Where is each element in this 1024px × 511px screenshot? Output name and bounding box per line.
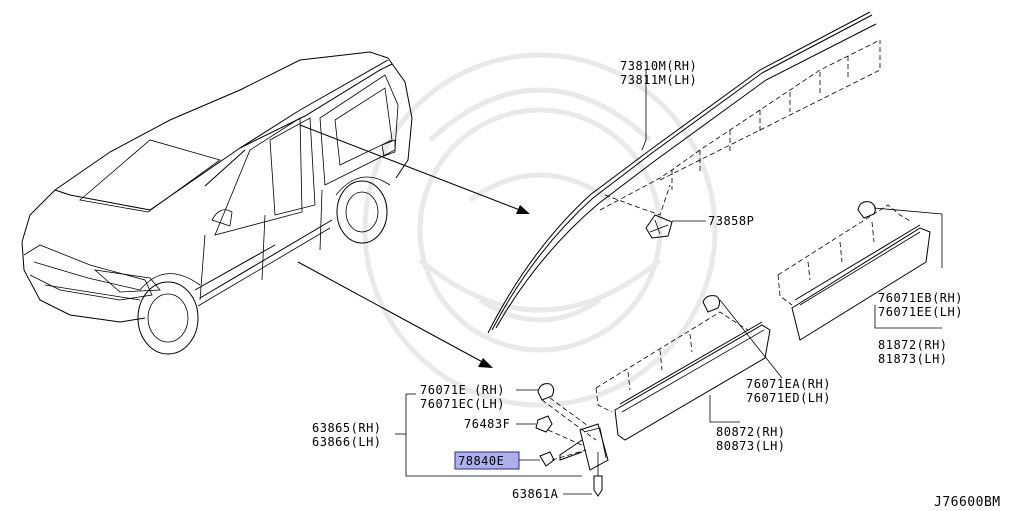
label-80873: 80873(LH) bbox=[716, 439, 786, 453]
label-80872: 80872(RH) bbox=[716, 425, 786, 439]
label-63866: 63866(LH) bbox=[312, 435, 382, 449]
label-76071e: 76071E (RH) bbox=[420, 383, 505, 397]
middle-molding-80872 bbox=[595, 295, 783, 441]
watermark-emblem bbox=[362, 52, 718, 408]
vehicle-illustration bbox=[21, 51, 413, 355]
callout-arrows bbox=[297, 124, 530, 368]
roof-molding bbox=[487, 11, 881, 334]
label-76483f: 76483F bbox=[464, 417, 510, 431]
rear-molding-81872 bbox=[777, 201, 943, 341]
label-76071ec: 76071EC(LH) bbox=[420, 397, 505, 411]
label-76071ea: 76071EA(RH) bbox=[746, 377, 831, 391]
reference-code: J76600BM bbox=[934, 495, 1001, 510]
front-piece-63865 bbox=[395, 383, 609, 497]
label-76071ee: 76071EE(LH) bbox=[878, 305, 963, 319]
label-73858p: 73858P bbox=[708, 214, 754, 228]
label-63861a: 63861A bbox=[512, 487, 559, 501]
label-76071eb: 76071EB(RH) bbox=[878, 291, 963, 305]
label-73811m: 73811M(LH) bbox=[620, 73, 697, 87]
highlight-box bbox=[454, 451, 520, 470]
label-63865: 63865(RH) bbox=[312, 421, 382, 435]
label-78840e[interactable]: 78840E bbox=[458, 454, 504, 468]
clip-73858p bbox=[645, 214, 706, 239]
label-76071ed: 76071ED(LH) bbox=[746, 391, 831, 405]
part-labels: 73810M(RH) 73811M(LH) 73858P 76071EB(RH)… bbox=[312, 59, 1001, 510]
label-81873: 81873(LH) bbox=[878, 352, 948, 366]
label-73810m: 73810M(RH) bbox=[620, 59, 697, 73]
label-81872: 81872(RH) bbox=[878, 338, 948, 352]
